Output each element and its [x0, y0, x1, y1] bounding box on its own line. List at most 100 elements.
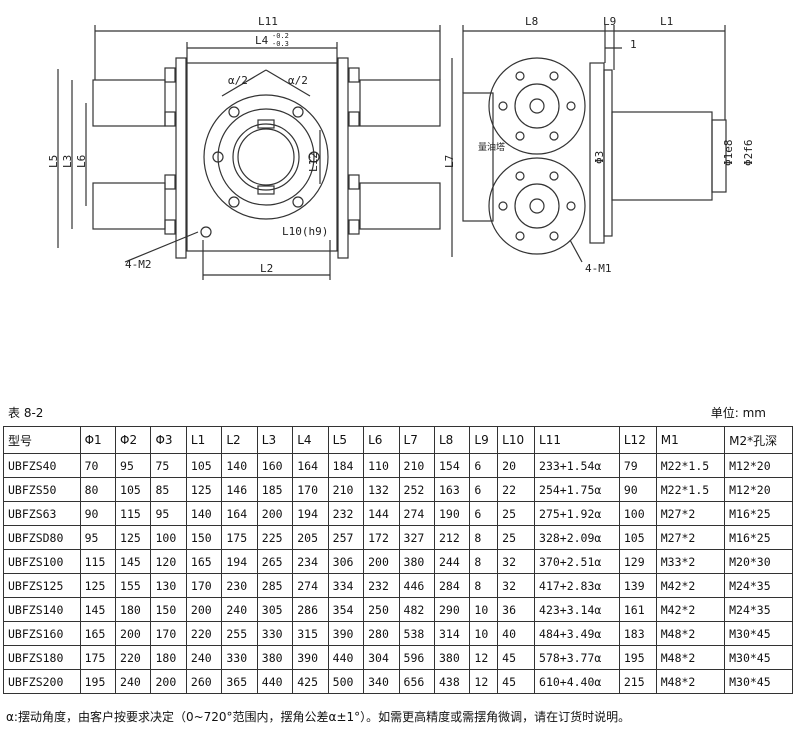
table-cell: 484+3.49α [534, 621, 620, 646]
table-cell: 95 [115, 453, 152, 478]
dim-l12: L12 [307, 152, 320, 172]
table-cell: 85 [150, 477, 187, 502]
table-cell: 596 [398, 645, 435, 670]
table-cell: 578+3.77α [534, 645, 620, 670]
table-cell: 130 [150, 573, 187, 598]
column-header: L11 [534, 426, 620, 454]
table-cell: 275+1.92α [534, 501, 620, 526]
table-cell: 145 [115, 549, 152, 574]
column-header: L1 [185, 426, 223, 454]
table-cell: M27*2 [655, 501, 726, 526]
lower-flange [488, 157, 586, 255]
table-cell: 194 [292, 501, 329, 526]
dim-m1: 4-M1 [585, 262, 612, 275]
table-cell: 265 [256, 549, 294, 574]
table-cell: 306 [327, 549, 365, 574]
column-header: M1 [655, 426, 726, 454]
table-cell: 10 [469, 597, 499, 622]
table-cell: M48*2 [655, 621, 726, 646]
table-cell: 139 [618, 573, 657, 598]
table-cell: 380 [433, 645, 471, 670]
table-cell: 390 [327, 621, 365, 646]
dim-l5: L5 [47, 155, 60, 168]
table-cell: 417+2.83α [534, 573, 620, 598]
table-cell: 365 [221, 669, 258, 694]
table-cell: M16*25 [724, 501, 793, 526]
table-cell: 327 [398, 525, 435, 550]
table-cell: 79 [618, 453, 657, 478]
table-cell: 70 [79, 453, 117, 478]
table-cell: UBFZS63 [3, 501, 81, 526]
table-cell: M48*2 [655, 645, 726, 670]
dim-alpha-right: α/2 [288, 74, 308, 87]
table-cell: M22*1.5 [655, 453, 726, 478]
side-shaft-right [611, 111, 713, 201]
table-cell: 6 [469, 453, 499, 478]
table-cell: 212 [433, 525, 471, 550]
table-cell: M48*2 [655, 669, 726, 694]
table-cell: 232 [363, 573, 400, 598]
table-cell: 232 [327, 501, 365, 526]
dim-one: 1 [630, 38, 637, 51]
housing-outline [186, 62, 338, 252]
table-cell: M30*45 [724, 645, 793, 670]
table-cell: 125 [185, 477, 223, 502]
side-shaft-left [462, 92, 494, 222]
table-cell: 290 [433, 597, 471, 622]
table-cell: 254+1.75α [534, 477, 620, 502]
table-cell: 315 [292, 621, 329, 646]
table-cell: 12 [469, 669, 499, 694]
table-cell: 8 [469, 525, 499, 550]
table-cell: UBFZS40 [3, 453, 81, 478]
table-cell: 438 [433, 669, 471, 694]
footnote: α:摆动角度，由客户按要求决定（0~720°范围内，摆角公差α±1°）。如需更高… [6, 710, 631, 724]
table-cell: 305 [256, 597, 294, 622]
dim-alpha-left: α/2 [228, 74, 248, 87]
table-cell: 20 [497, 453, 536, 478]
table-cell: 6 [469, 501, 499, 526]
table-cell: 8 [469, 573, 499, 598]
table-cell: 286 [292, 597, 329, 622]
table-cell: M12*20 [724, 477, 793, 502]
table-cell: M42*2 [655, 573, 726, 598]
dim-phi1: Φ1e8 [722, 140, 735, 167]
lower-left-shaft [92, 182, 166, 230]
table-caption-row: 表 8-2 单位: mm [0, 404, 800, 422]
table-cell: 105 [115, 477, 152, 502]
table-cell: 180 [115, 597, 152, 622]
table-cell: 105 [618, 525, 657, 550]
table-cell: 183 [618, 621, 657, 646]
table-cell: 390 [292, 645, 329, 670]
table-cell: 100 [618, 501, 657, 526]
column-header: L9 [469, 426, 499, 454]
table-cell: 328+2.09α [534, 525, 620, 550]
table-cell: 225 [256, 525, 294, 550]
table-cell: 12 [469, 645, 499, 670]
table-cell: 160 [256, 453, 294, 478]
dim-l4: L4 [255, 34, 269, 47]
table-cell: UBFZS100 [3, 549, 81, 574]
table-cell: M30*45 [724, 621, 793, 646]
table-cell: 95 [79, 525, 117, 550]
column-header: M2*孔深 [724, 426, 793, 454]
table-cell: 90 [79, 501, 117, 526]
dim-m2: 4-M2 [125, 258, 152, 271]
table-cell: 45 [497, 669, 536, 694]
dim-l7: L7 [443, 155, 456, 168]
table-cell: 165 [79, 621, 117, 646]
table-cell: 8 [469, 549, 499, 574]
table-cell: 257 [327, 525, 365, 550]
dim-phi2: Φ2f6 [742, 140, 755, 167]
table-cell: 274 [292, 573, 329, 598]
table-cell: UBFZS125 [3, 573, 81, 598]
table-cell: 354 [327, 597, 365, 622]
dim-l4-tol-lower: -0.3 [272, 40, 289, 48]
table-cell: 205 [292, 525, 329, 550]
table-cell: M20*30 [724, 549, 793, 574]
table-cell: 165 [185, 549, 223, 574]
column-header: L7 [398, 426, 435, 454]
